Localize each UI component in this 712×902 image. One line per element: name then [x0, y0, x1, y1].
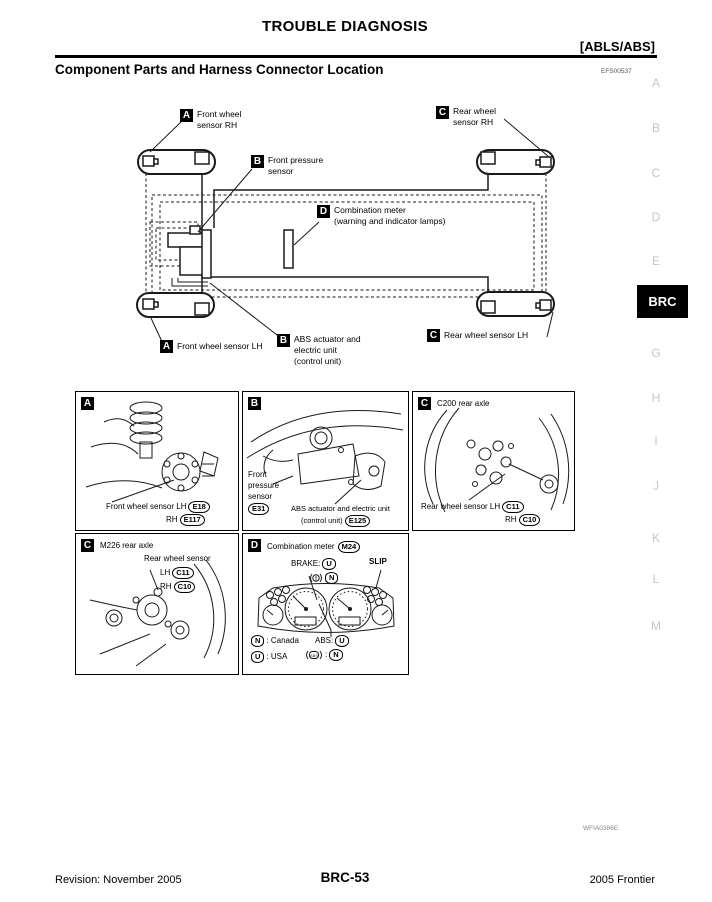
- panel-front-wheel-sensor: A Front wheel sensor LH E18 RH E117: [75, 391, 239, 531]
- sidebar-letter-a: A: [651, 76, 660, 90]
- callout-combination-meter: D Combination meter(warning and indicato…: [317, 205, 446, 227]
- connector-e18: E18: [188, 501, 210, 513]
- panel-m226-sensor-label: Rear wheel sensor: [144, 554, 211, 563]
- panel-combination-meter: D Combination meter M24 BRAKE: U N SLIP …: [242, 533, 409, 675]
- market-n: N: [251, 635, 265, 647]
- sidebar-letter-d: D: [651, 210, 661, 224]
- connector-c10: C10: [518, 514, 541, 526]
- market-n: N: [325, 572, 339, 584]
- callout-tag: B: [251, 155, 264, 168]
- panel-tag: C: [418, 397, 431, 410]
- footer-revision: Revision: November 2005: [55, 874, 182, 886]
- sidebar-letter-j: J: [653, 479, 659, 493]
- doc-code: EFS00537: [601, 68, 632, 75]
- panel-abs-actuator: B Front pressure sensor E31 ABS actuator…: [242, 391, 409, 531]
- connector-c10: C10: [173, 581, 196, 593]
- slip-lamp-label: SLIP: [369, 557, 387, 566]
- footer-page-number: BRC-53: [320, 870, 370, 885]
- legend-canada: N : Canada: [251, 635, 299, 647]
- sidebar-letter-i: I: [654, 434, 658, 448]
- market-u: U: [251, 651, 265, 663]
- front-suspension-sketch: [85, 401, 219, 503]
- connector-e117: E117: [179, 514, 205, 526]
- abs-icon-row: ABS : N: [305, 649, 343, 661]
- front-wheel-sensor-lh-icon: [142, 298, 159, 310]
- market-u: U: [322, 558, 336, 570]
- combination-meter-icon: [283, 229, 294, 269]
- header-rule: [55, 55, 657, 58]
- connector-c11: C11: [502, 501, 524, 513]
- chapter-title: TROUBLE DIAGNOSIS: [262, 18, 428, 35]
- market-n: N: [329, 649, 343, 661]
- abs-actuator-icon: [167, 225, 212, 279]
- page-heading: Component Parts and Harness Connector Lo…: [55, 62, 384, 77]
- panel-tag: C: [81, 539, 94, 552]
- instrument-cluster-sketch: [257, 569, 395, 637]
- panel-tag: A: [81, 397, 94, 410]
- rear-wheel-rh: [476, 149, 555, 175]
- engine-bay-sketch: [246, 410, 404, 505]
- c200-axle-sketch: [424, 407, 570, 513]
- figure-code: WFIA0386E: [583, 825, 619, 832]
- panel-c200-rear-axle: C C200 rear axle Rear wheel sensor LH C1…: [412, 391, 575, 531]
- abs-warning-icon: ABS: [306, 650, 322, 660]
- brake-icon-row: N: [309, 572, 339, 584]
- vehicle-abs-schematic: [136, 118, 555, 347]
- brake-lamp-label: BRAKE: U: [291, 558, 336, 570]
- system-tag: [ABLS/ABS]: [579, 39, 655, 54]
- footer-model: 2005 Frontier: [589, 874, 655, 886]
- panel-m226-rh: RH C10: [160, 581, 196, 593]
- m226-axle-sketch: [89, 559, 226, 667]
- sidebar-section-brc: BRC: [637, 285, 688, 318]
- panel-m226-lh: LH C11: [160, 567, 194, 579]
- rear-wheel-sensor-rh-icon: [535, 156, 552, 168]
- sidebar-letter-m: M: [651, 619, 661, 633]
- abs-lamp-label: ABS: U: [315, 635, 349, 647]
- panel-c200-title: C200 rear axle: [437, 399, 490, 408]
- callout-tag: A: [180, 109, 193, 122]
- sidebar-letter-h: H: [651, 391, 661, 405]
- legend-usa: U : USA: [251, 651, 287, 663]
- svg-text:ABS: ABS: [310, 653, 318, 658]
- panel-d-title: Combination meter M24: [267, 541, 361, 553]
- connector-c11: C11: [172, 567, 194, 579]
- callout-tag: C: [427, 329, 440, 342]
- callout-tag: A: [160, 340, 173, 353]
- panel-a-caption: Front wheel sensor LH E18: [106, 501, 210, 513]
- sidebar-letter-g: G: [651, 346, 661, 360]
- rear-wheel-sensor-lh-icon: [535, 299, 552, 311]
- panel-c200-caption-rh: RH C10: [505, 514, 541, 526]
- market-u: U: [335, 635, 349, 647]
- callout-front-wheel-sensor-lh: A Front wheel sensor LH: [160, 340, 263, 353]
- callout-tag: C: [436, 106, 449, 119]
- panel-b-caption1: ABS actuator and electric unit: [291, 504, 390, 513]
- callout-tag: D: [317, 205, 330, 218]
- panel-m226-rear-axle: C M226 rear axle Rear wheel sensor LH C1…: [75, 533, 239, 675]
- connector-e31: E31: [248, 503, 270, 515]
- sidebar-letter-c: C: [651, 166, 661, 180]
- panel-b-caption2: (control unit) E125: [301, 515, 371, 527]
- panel-m226-title: M226 rear axle: [100, 541, 154, 550]
- panel-tag: D: [248, 539, 261, 552]
- panel-b-pressure-label: Front pressure sensor E31: [248, 470, 280, 515]
- callout-tag: B: [277, 334, 290, 347]
- connector-e125: E125: [344, 515, 371, 527]
- sidebar-letter-k: K: [651, 531, 660, 545]
- brake-warning-icon: [310, 573, 322, 583]
- sidebar-letter-l: L: [652, 572, 660, 586]
- sidebar-letter-e: E: [651, 254, 660, 268]
- connector-m24: M24: [337, 541, 361, 553]
- rear-wheel-lh: [476, 291, 555, 317]
- front-wheel-sensor-rh-icon: [142, 155, 159, 167]
- panel-a-caption-rh: RH E117: [166, 514, 205, 526]
- panel-c200-caption: Rear wheel sensor LH C11: [421, 501, 524, 513]
- sidebar-letter-b: B: [651, 121, 660, 135]
- callout-rear-wheel-sensor-lh: C Rear wheel sensor LH: [427, 329, 528, 342]
- panel-tag: B: [248, 397, 261, 410]
